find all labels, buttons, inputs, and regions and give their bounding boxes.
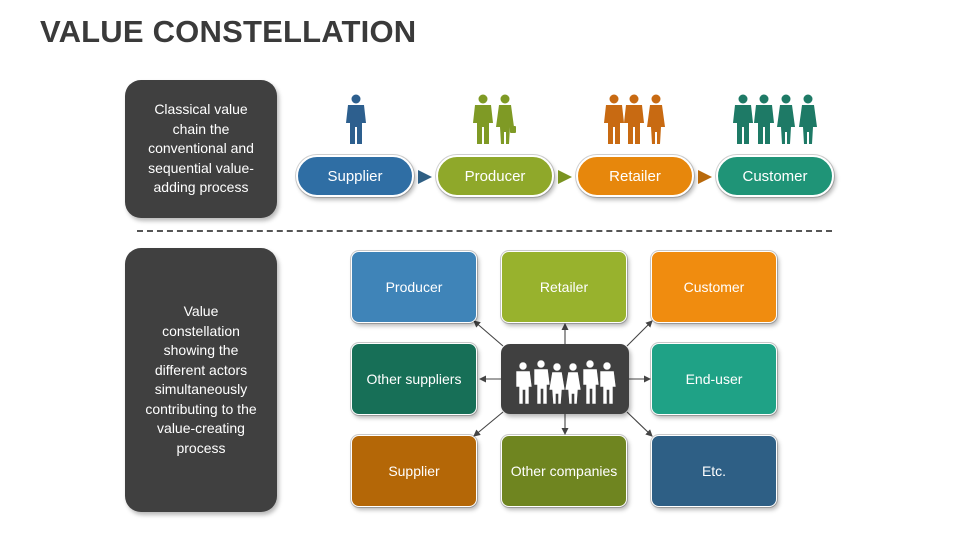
actor-label: Other companies bbox=[510, 463, 618, 479]
actor-supplier: Supplier bbox=[351, 435, 477, 507]
constellation-description-text: Value constellation showing the differen… bbox=[145, 303, 257, 456]
constellation-description-panel: Value constellation showing the differen… bbox=[125, 248, 277, 512]
group-of-people-icon bbox=[515, 359, 617, 405]
section-divider bbox=[137, 230, 832, 232]
chain-arrow-3 bbox=[698, 170, 712, 184]
arrow-to-customer bbox=[626, 320, 653, 347]
actor-retailer: Retailer bbox=[501, 251, 627, 323]
stage-label: Supplier bbox=[327, 167, 383, 185]
actor-label: Other suppliers bbox=[366, 371, 462, 387]
actor-label: Supplier bbox=[388, 463, 440, 479]
classical-description-panel: Classical value chain the conventional a… bbox=[125, 80, 277, 218]
actor-producer: Producer bbox=[351, 251, 477, 323]
stage-customer: Customer bbox=[716, 155, 834, 197]
stage-label: Retailer bbox=[609, 167, 661, 185]
actor-label: Customer bbox=[683, 279, 745, 295]
actor-label: Retailer bbox=[539, 279, 589, 295]
chain-arrow-1 bbox=[418, 170, 432, 184]
actor-other-companies: Other companies bbox=[501, 435, 627, 507]
arrow-to-producer bbox=[473, 320, 504, 347]
business-group-icon bbox=[733, 94, 817, 144]
stage-producer: Producer bbox=[436, 155, 554, 197]
page-title: VALUE CONSTELLATION bbox=[40, 14, 417, 49]
actor-label: Producer bbox=[385, 279, 443, 295]
constellation-hub bbox=[501, 344, 629, 414]
arrow-to-supplier bbox=[473, 411, 504, 437]
stage-supplier: Supplier bbox=[296, 155, 414, 197]
actor-etc: Etc. bbox=[651, 435, 777, 507]
businessman-icon bbox=[346, 94, 366, 144]
actor-end-user: End-user bbox=[651, 343, 777, 415]
actor-other-suppliers: Other suppliers bbox=[351, 343, 477, 415]
person-figure bbox=[346, 94, 366, 144]
stage-label: Customer bbox=[742, 167, 808, 185]
actor-label: Etc. bbox=[701, 463, 727, 479]
classical-description-text: Classical value chain the conventional a… bbox=[148, 101, 254, 196]
stage-label: Producer bbox=[464, 167, 526, 185]
business-team-icon bbox=[604, 94, 665, 144]
business-couple-icon bbox=[473, 94, 516, 144]
chain-arrow-2 bbox=[558, 170, 572, 184]
actor-label: End-user bbox=[685, 371, 743, 387]
actor-customer: Customer bbox=[651, 251, 777, 323]
arrow-to-etc bbox=[626, 411, 653, 437]
stage-retailer: Retailer bbox=[576, 155, 694, 197]
